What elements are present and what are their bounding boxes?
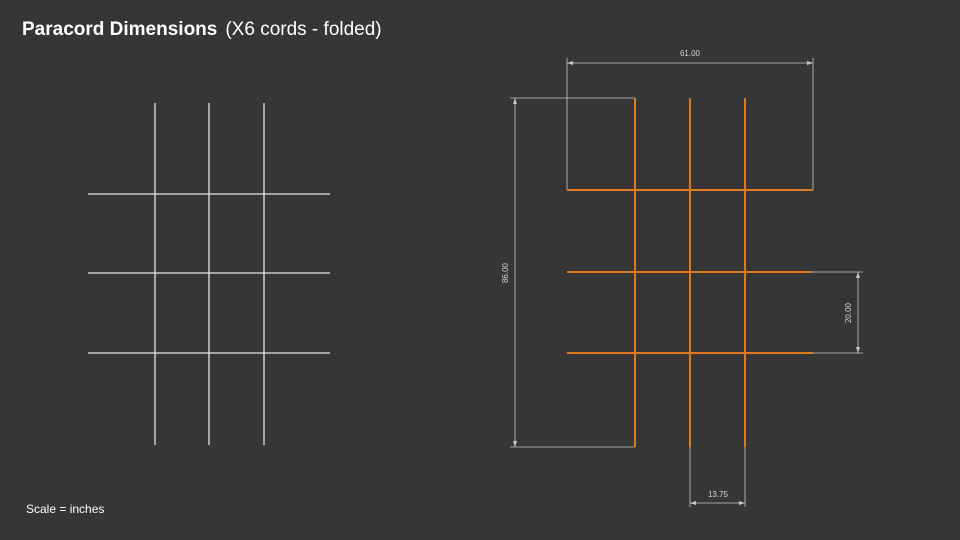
arrowhead bbox=[513, 98, 517, 104]
column-spacing-dimension-label: 13.75 bbox=[708, 490, 729, 499]
arrowhead bbox=[856, 272, 860, 278]
arrowhead bbox=[856, 347, 860, 353]
scale-note: Scale = inches bbox=[26, 502, 105, 516]
height-dimension-label: 86.00 bbox=[501, 262, 510, 283]
arrowhead bbox=[567, 61, 573, 65]
width-dimension-label: 61.00 bbox=[680, 49, 701, 58]
title-main: Paracord Dimensions bbox=[22, 19, 218, 40]
title-subtitle: (X6 cords - folded) bbox=[225, 19, 382, 40]
arrowhead bbox=[690, 501, 696, 505]
highlight-cord-grid bbox=[567, 98, 813, 447]
slide-title: Paracord Dimensions (X6 cords - folded) bbox=[22, 19, 382, 41]
plain-cord-grid bbox=[88, 103, 330, 445]
arrowhead bbox=[739, 501, 745, 505]
arrowhead bbox=[513, 441, 517, 447]
dimension-lines bbox=[510, 58, 863, 507]
dimension-arrowheads bbox=[513, 61, 860, 505]
arrowhead bbox=[807, 61, 813, 65]
row-spacing-dimension-label: 20.00 bbox=[844, 302, 853, 323]
